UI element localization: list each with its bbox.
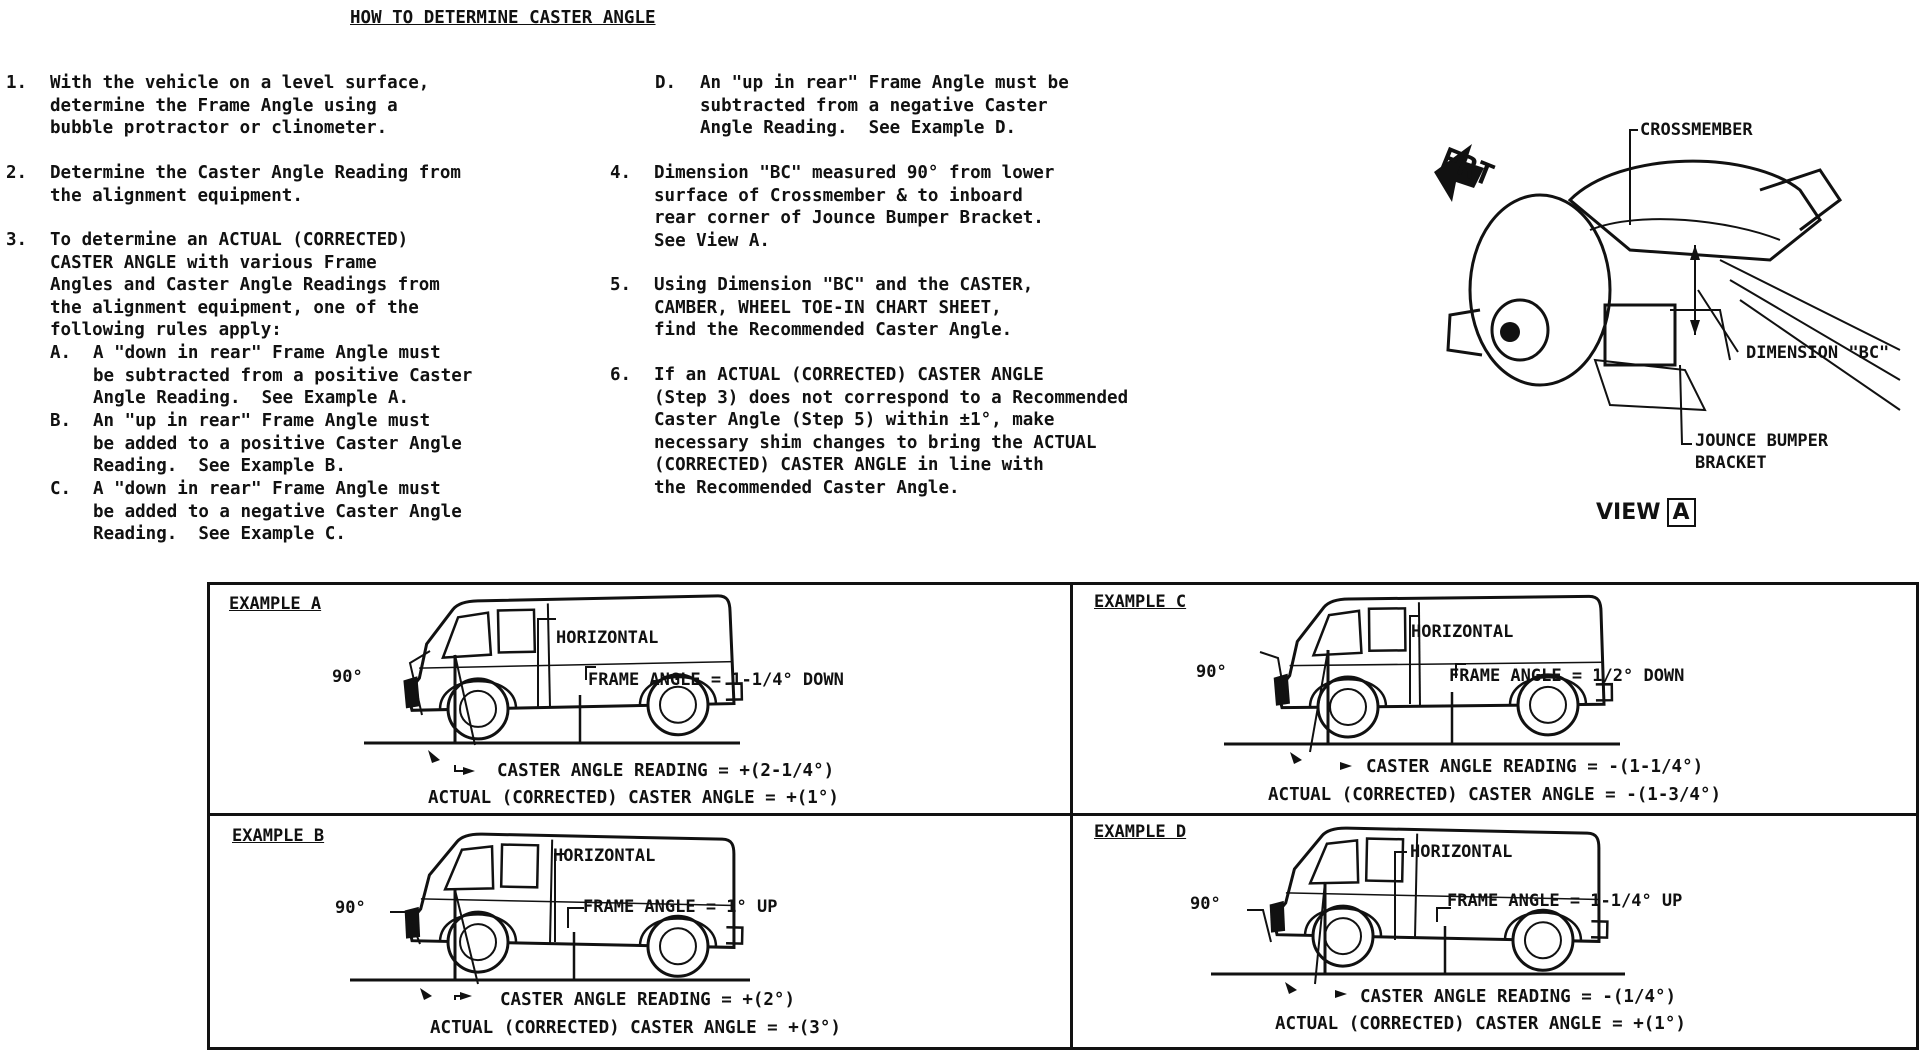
- page-title: HOW TO DETERMINE CASTER ANGLE: [350, 8, 656, 28]
- step-5-text: Using Dimension "BC" and the CASTER, CAM…: [654, 275, 1034, 340]
- rule-d-letter: D.: [655, 73, 677, 93]
- step-2-number: 2.: [6, 163, 28, 183]
- example-d-actual: ACTUAL (CORRECTED) CASTER ANGLE = +(1°): [1275, 1014, 1686, 1034]
- rule-b-text: An "up in rear" Frame Angle must be adde…: [93, 411, 462, 476]
- rule-a-letter: A.: [50, 343, 72, 363]
- example-a-diagram: [364, 593, 745, 775]
- example-b-reading: CASTER ANGLE READING = +(2°): [500, 990, 796, 1010]
- view-label: VIEW: [1596, 500, 1661, 525]
- example-a-van: [400, 593, 745, 742]
- rule-b-letter: B.: [50, 411, 72, 431]
- example-c-actual: ACTUAL (CORRECTED) CASTER ANGLE = -(1-3/…: [1268, 785, 1722, 805]
- example-d-horizontal-label: HORIZONTAL: [1410, 842, 1513, 862]
- example-c-title: EXAMPLE C: [1094, 592, 1187, 612]
- jounce-bumper-label: JOUNCE BUMPER BRACKET: [1695, 431, 1829, 473]
- example-a-actual: ACTUAL (CORRECTED) CASTER ANGLE = +(1°): [428, 788, 839, 808]
- example-d-title: EXAMPLE D: [1094, 822, 1187, 842]
- example-b-vertical-line: [454, 889, 479, 985]
- example-a-90-label: 90°: [332, 667, 363, 687]
- example-b-diagram: [350, 831, 750, 1000]
- rule-c-letter: C.: [50, 479, 72, 499]
- step-2-text: Determine the Caster Angle Reading from …: [50, 163, 461, 206]
- example-b-90-label: 90°: [335, 898, 366, 918]
- step-4-number: 4.: [610, 163, 632, 183]
- view-a-illustration: [1434, 129, 1901, 445]
- example-c-diagram: [1224, 594, 1620, 770]
- example-c-frame-angle: FRAME ANGLE = 1/2° DOWN: [1449, 666, 1685, 686]
- example-b-actual: ACTUAL (CORRECTED) CASTER ANGLE = +(3°): [430, 1018, 841, 1038]
- step-1-number: 1.: [6, 73, 28, 93]
- example-b-title: EXAMPLE B: [232, 826, 325, 846]
- view-letter-box: A: [1666, 498, 1696, 527]
- example-a-title: EXAMPLE A: [229, 594, 322, 614]
- step-1-text: With the vehicle on a level surface, det…: [50, 73, 430, 138]
- example-a-horizontal-label: HORIZONTAL: [556, 628, 659, 648]
- example-c-horizontal-label: HORIZONTAL: [1411, 622, 1514, 642]
- example-b-frame-angle: FRAME ANGLE = 1° UP: [583, 897, 778, 917]
- step-3-number: 3.: [6, 230, 28, 250]
- example-b-horizontal-label: HORIZONTAL: [553, 846, 656, 866]
- step-5-number: 5.: [610, 275, 632, 295]
- step-6-text: If an ACTUAL (CORRECTED) CASTER ANGLE (S…: [654, 365, 1129, 498]
- example-d-frame-angle: FRAME ANGLE = 1-1/4° UP: [1447, 891, 1683, 911]
- example-c-90-label: 90°: [1196, 662, 1227, 682]
- step-4-text: Dimension "BC" measured 90° from lower s…: [654, 163, 1055, 251]
- rule-a-text: A "down in rear" Frame Angle must be sub…: [93, 343, 473, 408]
- rule-d-text: An "up in rear" Frame Angle must be subt…: [700, 73, 1069, 138]
- example-d-reading: CASTER ANGLE READING = -(1/4°): [1360, 987, 1677, 1007]
- front-arrow-icon: [1434, 144, 1484, 202]
- examples-vertical-divider: [1070, 582, 1073, 1050]
- example-c-reading: CASTER ANGLE READING = -(1-1/4°): [1366, 757, 1704, 777]
- step-3-text: To determine an ACTUAL (CORRECTED) CASTE…: [50, 230, 440, 340]
- step-6-number: 6.: [610, 365, 632, 385]
- rule-c-text: A "down in rear" Frame Angle must be add…: [93, 479, 462, 544]
- crossmember-label: CROSSMEMBER: [1640, 120, 1753, 140]
- examples-horizontal-divider: [207, 813, 1919, 816]
- examples-panel: [207, 582, 1919, 1050]
- example-d-diagram: [1211, 825, 1625, 998]
- dimension-bc-label: DIMENSION "BC": [1746, 343, 1890, 363]
- example-d-vertical-line: [1314, 881, 1326, 985]
- example-a-reading: CASTER ANGLE READING = +(2-1/4°): [497, 761, 835, 781]
- example-a-vertical-line: [454, 654, 476, 746]
- example-d-90-label: 90°: [1190, 894, 1221, 914]
- example-a-frame-angle: FRAME ANGLE = 1-1/4° DOWN: [588, 670, 844, 690]
- example-c-vertical-line: [1309, 649, 1329, 753]
